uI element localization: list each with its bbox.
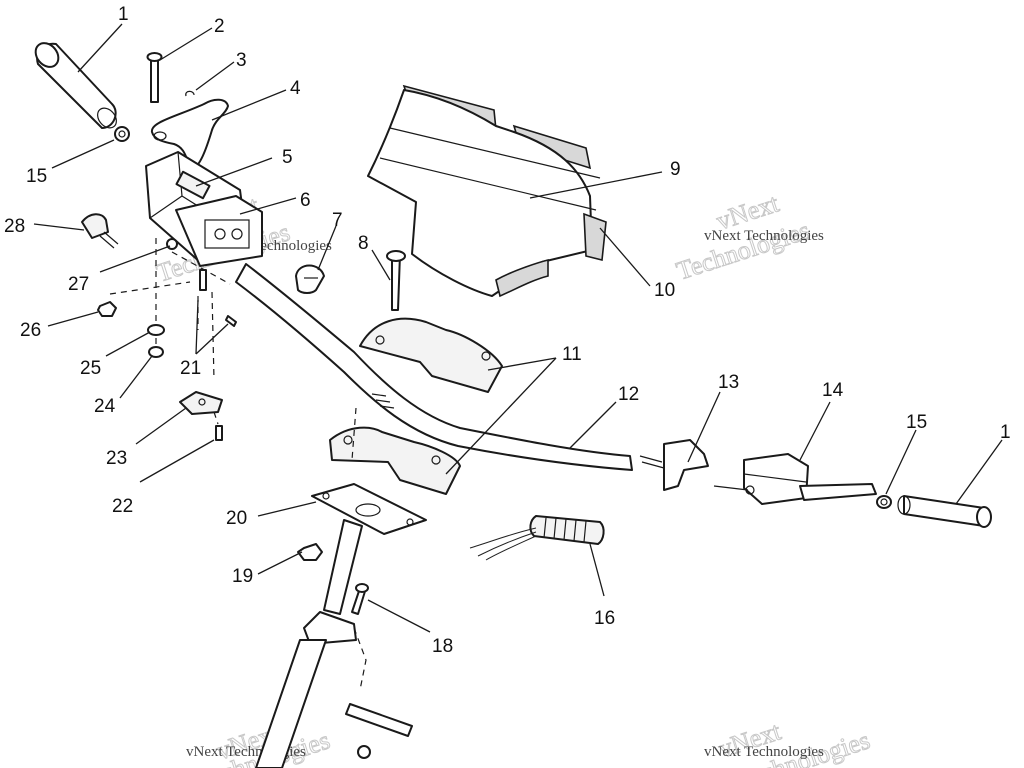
cover-plate (179, 391, 223, 415)
callout-21: 21 (180, 358, 201, 379)
callout-2: 2 (214, 16, 225, 37)
riser-plate (311, 483, 427, 535)
right-bar-end-plug (876, 495, 892, 509)
watermark-bottom-right: vNext Technologies vNext Technologies (704, 716, 874, 768)
upper-bar-clamp (359, 317, 503, 393)
pivot-pin (146, 52, 163, 103)
right-grip (897, 495, 992, 528)
callout-16: 16 (594, 608, 615, 629)
callout-25: 25 (80, 358, 101, 379)
callout-4: 4 (290, 78, 301, 99)
callout-labels: 1 2 3 4 5 6 7 8 9 10 11 12 13 14 15 1 16… (4, 4, 1011, 657)
callout-6: 6 (300, 190, 311, 211)
callout-14: 14 (822, 380, 844, 401)
callout-3: 3 (236, 50, 247, 71)
lower-bar-clamp (329, 426, 461, 495)
callout-7: 7 (332, 210, 343, 231)
clamp-bolt (386, 250, 406, 311)
cover-screws (199, 269, 237, 327)
flat-washer (148, 346, 164, 358)
callout-15-left: 15 (26, 166, 47, 187)
callout-1-left: 1 (118, 4, 129, 25)
callout-27: 27 (68, 274, 89, 295)
kill-switch (81, 213, 119, 249)
left-grip (34, 42, 117, 129)
callout-15-right: 15 (906, 412, 927, 433)
leader-lines (33, 23, 1003, 633)
brake-bracket (639, 439, 709, 491)
callout-22: 22 (112, 496, 133, 517)
grip-heater-element (469, 515, 605, 561)
callout-24: 24 (94, 396, 116, 417)
throttle-lever (151, 98, 229, 171)
callout-23: 23 (106, 448, 127, 469)
callout-1-right: 1 (1000, 422, 1011, 443)
callout-9: 9 (670, 159, 681, 180)
lock-washer (147, 324, 165, 336)
callout-10: 10 (654, 280, 675, 301)
cable-clamp (295, 264, 325, 294)
retaining-clip (185, 90, 195, 97)
handlebar-pad (367, 84, 607, 298)
callout-26: 26 (20, 320, 41, 341)
handlebar (235, 263, 633, 471)
hex-nut (97, 301, 117, 317)
lower-pin (345, 703, 413, 759)
svg-text:vNext Technologies: vNext Technologies (704, 744, 824, 760)
callout-11: 11 (562, 344, 582, 365)
steering-column (255, 407, 367, 768)
watermark-top-right: vNext Technologies vNext Technologies vN… (672, 188, 824, 286)
column-screw (351, 583, 369, 615)
callout-19: 19 (232, 566, 253, 587)
callout-8: 8 (358, 233, 369, 254)
callout-5: 5 (282, 147, 293, 168)
left-bar-end-plug (114, 126, 130, 142)
callout-28: 28 (4, 216, 25, 237)
plate-screw (215, 425, 223, 441)
callout-12: 12 (618, 384, 639, 405)
callout-20: 20 (226, 508, 247, 529)
svg-text:vNext Technologies: vNext Technologies (704, 228, 824, 244)
housing-washer (166, 238, 178, 250)
brake-master-cylinder (713, 453, 877, 505)
column-nut (297, 543, 323, 561)
callout-18: 18 (432, 636, 453, 657)
callout-13: 13 (718, 372, 739, 393)
assembly-lines (109, 238, 231, 425)
